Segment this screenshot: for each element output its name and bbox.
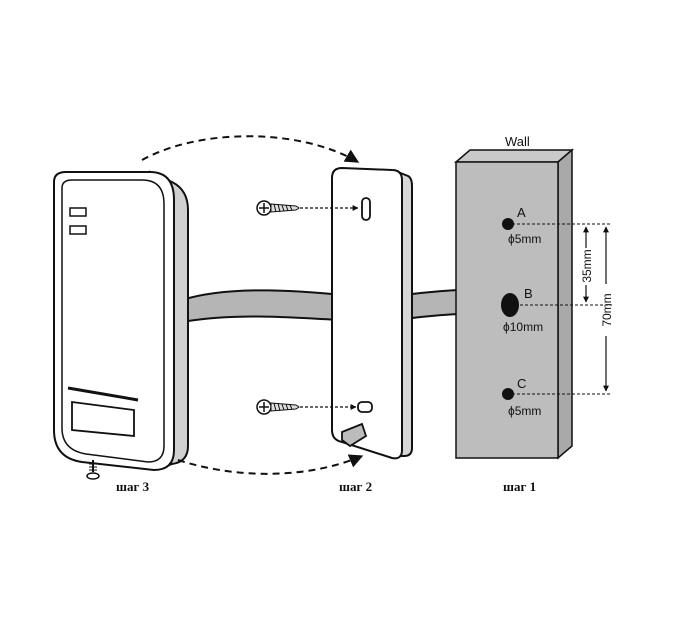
dim-35-label: 35mm bbox=[580, 249, 594, 282]
hole-c-label: C bbox=[517, 376, 526, 391]
wall-label: Wall bbox=[505, 134, 530, 149]
led-top bbox=[69, 207, 87, 217]
step-2-label: шаг 2 bbox=[339, 479, 372, 494]
dim-70-label: 70mm bbox=[600, 293, 614, 326]
hole-b-diameter: ϕ10mm bbox=[503, 320, 543, 334]
hole-c: C ϕ5mm bbox=[502, 376, 541, 418]
wall: Wall bbox=[453, 134, 575, 460]
dimension-lines: 35mm 70mm bbox=[512, 223, 614, 395]
hole-b-label: B bbox=[524, 286, 533, 301]
screw-bottom-icon bbox=[256, 399, 357, 415]
step-3-label: шаг 3 bbox=[116, 479, 150, 494]
screw-top-icon bbox=[256, 200, 359, 216]
hole-a: A ϕ5mm bbox=[502, 205, 541, 246]
step-1-label: шаг 1 bbox=[503, 479, 536, 494]
reader-window bbox=[71, 400, 135, 437]
hole-a-diameter: ϕ5mm bbox=[508, 232, 541, 246]
reader-stripe bbox=[67, 386, 139, 402]
reader-device bbox=[53, 170, 189, 472]
hole-b: B ϕ10mm bbox=[501, 286, 543, 334]
bottom-curved-arrow bbox=[177, 454, 364, 475]
back-plate bbox=[331, 166, 413, 460]
hole-a-label: A bbox=[517, 205, 526, 220]
top-curved-arrow bbox=[141, 135, 360, 163]
lower-slot bbox=[357, 401, 373, 413]
led-bottom bbox=[69, 225, 87, 235]
keyhole-slot bbox=[361, 197, 371, 221]
hole-c-diameter: ϕ5mm bbox=[508, 404, 541, 418]
bottom-screw-icon bbox=[86, 460, 100, 480]
latch-tab bbox=[341, 422, 368, 448]
